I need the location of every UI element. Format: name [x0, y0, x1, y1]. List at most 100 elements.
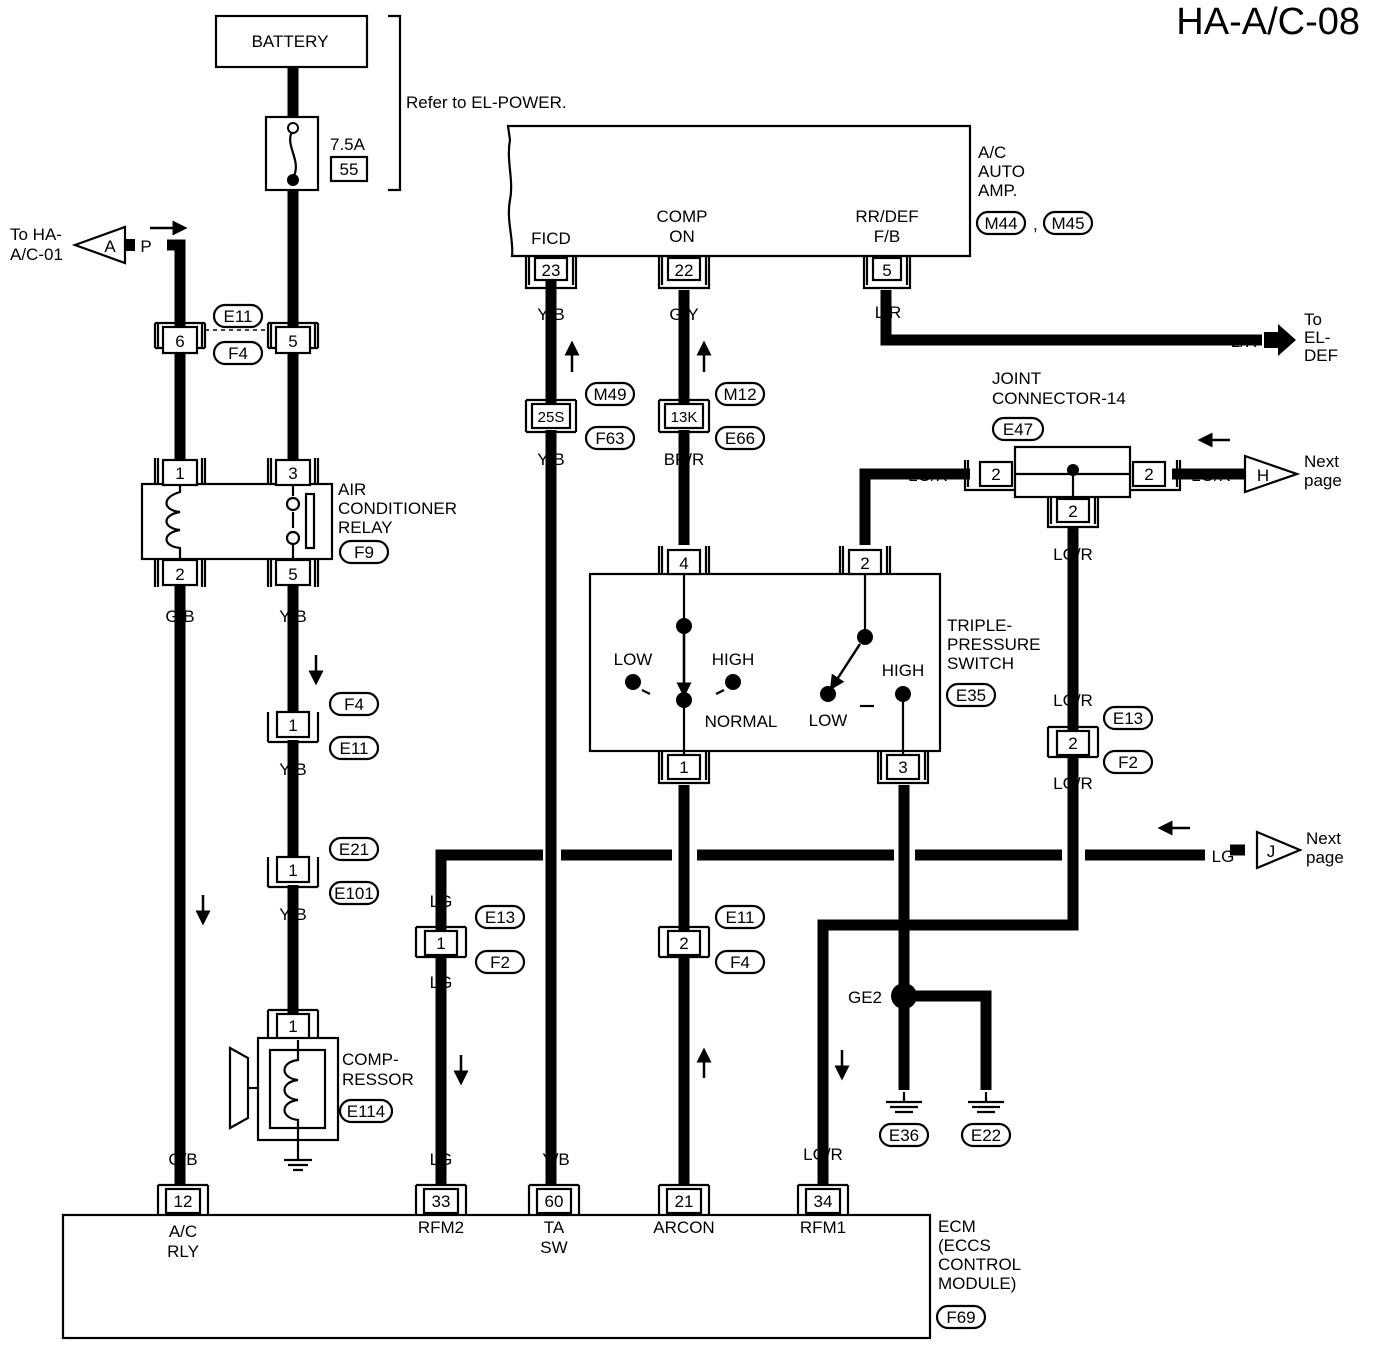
arrow-to-el — [1264, 324, 1296, 356]
amp-pin-ficd-label: FICD — [531, 229, 571, 248]
wire-label-lr-2: L/R — [1231, 332, 1257, 351]
wire-label-r-2: R — [287, 371, 299, 390]
amp-pin-comp-label-2: ON — [669, 227, 695, 246]
next-page-j-2: page — [1306, 848, 1344, 867]
wire-label-b-3: B — [980, 1068, 991, 1087]
joint-name-2: CONNECTOR-14 — [992, 389, 1126, 408]
wire-label-lgr-joint-left: LG/R — [908, 466, 948, 485]
ecm-box — [61, 1213, 932, 1340]
to-el-2: EL- — [1304, 328, 1330, 347]
svg-text:1: 1 — [288, 1017, 297, 1036]
compressor: 1 — [228, 1008, 340, 1172]
offpage-h-arrow — [1243, 454, 1301, 494]
svg-text:23: 23 — [542, 261, 561, 280]
tps-name-2: PRESSURE — [947, 635, 1041, 654]
connector-e13-f2-right: 2 E13 F2 — [1046, 705, 1154, 775]
tps-conn: E35 — [956, 686, 986, 705]
ge2-label: GE2 — [848, 988, 882, 1007]
amp-sep: , — [1033, 215, 1038, 234]
fuse-rating: 7.5A — [330, 135, 366, 154]
tps-high-right: HIGH — [882, 661, 925, 680]
compressor-conn: E114 — [347, 1102, 385, 1121]
svg-text:M49: M49 — [593, 385, 626, 404]
svg-text:3: 3 — [288, 464, 297, 483]
amp-conn-2: M45 — [1051, 214, 1084, 233]
compressor-name-2: RESSOR — [342, 1070, 414, 1089]
svg-text:60: 60 — [545, 1192, 564, 1211]
svg-text:E13: E13 — [1113, 709, 1143, 728]
ecm-name-2: (ECCS — [938, 1236, 991, 1255]
next-page-h-1: Next — [1304, 452, 1339, 471]
ground-e36-symbol — [886, 1092, 922, 1114]
connector-f4-e11: 1 F4 E11 — [266, 691, 380, 761]
svg-text:F4: F4 — [730, 953, 750, 972]
amp-name-3: AMP. — [978, 181, 1017, 200]
wire-label-yb-ficd: Y/B — [537, 305, 564, 324]
wire-lgr-down-2 — [817, 755, 1079, 1185]
power-ref: Refer to EL-POWER. — [406, 93, 567, 112]
amp-pin-comp-label-1: COMP — [657, 207, 708, 226]
wire-label-l-ecm: L — [679, 1150, 688, 1169]
tps-normal: NORMAL — [705, 712, 778, 731]
page-code: HA-A/C-08 — [1176, 1, 1360, 43]
svg-text:E11: E11 — [340, 739, 369, 758]
wire-label-lgr-ecm: LG/R — [803, 1145, 843, 1164]
wire-label-yb-top: Y/B — [279, 607, 306, 626]
svg-text:12: 12 — [174, 1192, 193, 1211]
wire-label-yb-3: Y/B — [279, 905, 306, 924]
ecm-pin-tasw-2: SW — [540, 1238, 567, 1257]
relay-name-2: CONDITIONER — [338, 499, 457, 518]
wire-label-lr-1: L/R — [875, 303, 901, 322]
wire-label-lgr-joint-bottom: LG/R — [1053, 545, 1093, 564]
ground-splice-ge2 — [891, 983, 917, 1009]
ground-e22-symbol — [968, 1092, 1004, 1114]
next-page-j-1: Next — [1306, 829, 1341, 848]
wire-label-gb-ecm: G/B — [168, 1150, 197, 1169]
offpage-a-arrow — [71, 225, 127, 265]
svg-text:6: 6 — [175, 332, 184, 351]
svg-text:22: 22 — [675, 261, 694, 280]
ground-e36: E36 — [889, 1126, 919, 1145]
wire-label-brr: BR/R — [664, 450, 705, 469]
wire-p — [167, 239, 186, 328]
ground-e22: E22 — [971, 1126, 1001, 1145]
next-page-h-2: page — [1304, 471, 1342, 490]
svg-text:F4: F4 — [344, 695, 364, 714]
svg-text:5: 5 — [288, 332, 297, 351]
tps-name-3: SWITCH — [947, 654, 1014, 673]
amp-name-1: A/C — [978, 143, 1006, 162]
wire-label-yb-ecm: Y/B — [542, 1150, 569, 1169]
amp-pin-rrdef-label-2: F/B — [874, 227, 900, 246]
fuse-number: 55 — [340, 160, 359, 179]
svg-text:1: 1 — [288, 716, 297, 735]
battery-label: BATTERY — [252, 32, 329, 51]
svg-text:E13: E13 — [485, 908, 515, 927]
svg-text:21: 21 — [675, 1192, 694, 1211]
fuse-element — [289, 129, 297, 179]
svg-text:1: 1 — [436, 934, 445, 953]
svg-text:2: 2 — [991, 465, 1000, 484]
amp-pins: 23 22 5 — [524, 256, 912, 290]
amp-name-2: AUTO — [978, 162, 1025, 181]
ecm-conn: F69 — [946, 1308, 975, 1327]
joint-conn: E47 — [1003, 420, 1033, 439]
wire-label-yb-2: Y/B — [279, 760, 306, 779]
svg-text:4: 4 — [679, 554, 688, 573]
ecm-pin-acrly-1: A/C — [169, 1222, 197, 1241]
relay-name-1: AIR — [338, 480, 366, 499]
connector-e13-f2-left: 1 E13 F2 — [414, 904, 526, 975]
connector-e11-f4-top: 6 5 E11 F4 — [153, 303, 320, 366]
fuse-number-box — [329, 155, 369, 183]
to-el-3: DEF — [1304, 346, 1338, 365]
to-el-1: To — [1304, 310, 1322, 329]
wire-label-p-2: P — [174, 371, 185, 390]
wire-label-lgr-r2: LG/R — [1053, 774, 1093, 793]
svg-text:1: 1 — [288, 861, 297, 880]
svg-text:3: 3 — [898, 758, 907, 777]
tps-name-1: TRIPLE- — [947, 616, 1012, 635]
wire-lgr-tps — [859, 468, 970, 545]
joint-connector: 2 2 2 — [963, 445, 1182, 529]
wire-label-lgr-joint-right: LG/R — [1191, 466, 1231, 485]
svg-text:2: 2 — [860, 554, 869, 573]
